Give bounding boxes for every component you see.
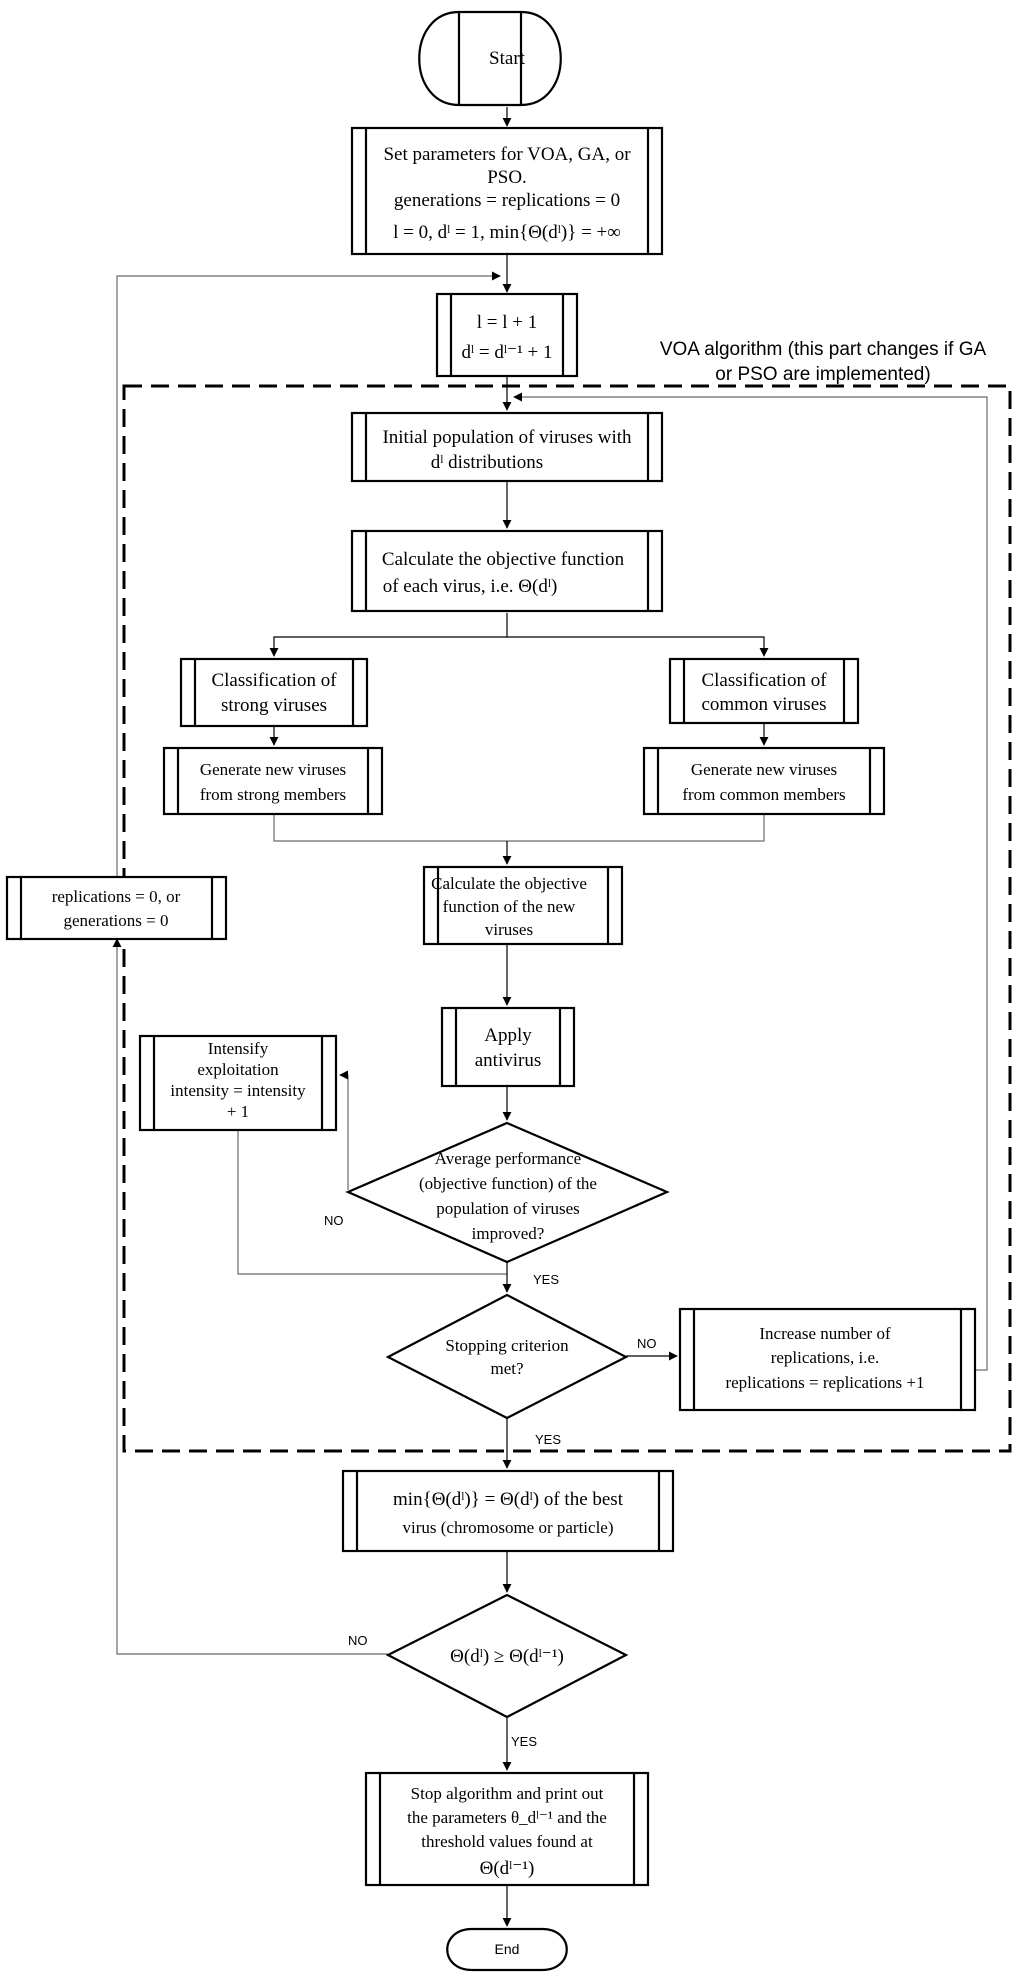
svg-text:+ 1: + 1 bbox=[227, 1102, 249, 1121]
svg-text:the parameters θ_dˡ⁻¹ and th: the parameters θ_dˡ⁻¹ and the bbox=[407, 1808, 607, 1827]
svg-text:met?: met? bbox=[490, 1359, 523, 1378]
compare-yes-label: YES bbox=[511, 1734, 537, 1749]
svg-text:Intensify: Intensify bbox=[208, 1039, 269, 1058]
voa-region-label-line1: VOA algorithm (this part changes if GA bbox=[660, 339, 987, 360]
end-label: End bbox=[495, 1941, 520, 1957]
svg-text:(objective function) of the: (objective function) of the bbox=[419, 1174, 597, 1193]
avg-no-label: NO bbox=[324, 1213, 344, 1228]
generate-common-box: Generate new viruses from common members bbox=[642, 746, 886, 816]
svg-text:Classification of: Classification of bbox=[211, 670, 337, 691]
svg-text:Generate new viruses: Generate new viruses bbox=[691, 760, 837, 779]
voa-region-border bbox=[122, 384, 1012, 1453]
end-terminal: End bbox=[446, 1927, 568, 1972]
stop-print-box: Stop algorithm and print out the paramet… bbox=[364, 1771, 650, 1887]
increment-box: l = l + 1 dˡ = dˡ⁻¹ + 1 bbox=[435, 292, 579, 378]
svg-text:Initial population of viruses: Initial population of viruses with bbox=[382, 427, 632, 448]
svg-text:dˡ = dˡ⁻¹ + 1: dˡ = dˡ⁻¹ + 1 bbox=[462, 342, 553, 363]
svg-text:viruses: viruses bbox=[485, 920, 533, 939]
svg-text:PSO.: PSO. bbox=[487, 167, 527, 188]
svg-text:function of the new: function of the new bbox=[443, 897, 576, 916]
stop-yes-label: YES bbox=[535, 1432, 561, 1447]
start-label: Start bbox=[489, 48, 526, 69]
svg-text:from common members: from common members bbox=[682, 785, 845, 804]
classification-common-box: Classification of common viruses bbox=[668, 657, 860, 725]
stopping-criterion-decision: Stopping criterion met? NO YES bbox=[385, 1293, 657, 1447]
voa-region-label-line2: or PSO are implemented) bbox=[715, 364, 930, 385]
svg-text:Θ(dˡ) ≥ Θ(dˡ⁻¹): Θ(dˡ) ≥ Θ(dˡ⁻¹) bbox=[450, 1646, 564, 1667]
svg-text:Average performance: Average performance bbox=[435, 1149, 581, 1168]
svg-text:min{Θ(dˡ)} = Θ(dˡ) of the bes: min{Θ(dˡ)} = Θ(dˡ) of the best bbox=[393, 1489, 624, 1510]
increase-replications-box: Increase number of replications, i.e. re… bbox=[678, 1307, 977, 1412]
apply-antivirus-box: Apply antivirus bbox=[440, 1006, 576, 1088]
calc-objective-box: Calculate the objective function of each… bbox=[350, 529, 664, 613]
svg-text:Classification of: Classification of bbox=[701, 670, 827, 691]
start-terminal: Start bbox=[418, 10, 562, 107]
calc-new-objective-box: Calculate the objective function of the … bbox=[422, 865, 624, 946]
classification-strong-box: Classification of strong viruses bbox=[179, 657, 369, 728]
compare-decision: Θ(dˡ) ≥ Θ(dˡ⁻¹) NO YES bbox=[348, 1593, 629, 1749]
avg-yes-label: YES bbox=[533, 1272, 559, 1287]
svg-text:l = l + 1: l = l + 1 bbox=[477, 312, 538, 333]
svg-text:common viruses: common viruses bbox=[701, 694, 826, 715]
svg-text:of each virus, i.e. Θ(dˡ): of each virus, i.e. Θ(dˡ) bbox=[383, 576, 558, 597]
svg-text:exploitation: exploitation bbox=[197, 1060, 279, 1079]
svg-text:population of viruses: population of viruses bbox=[436, 1199, 580, 1218]
svg-text:Θ(dˡ⁻¹): Θ(dˡ⁻¹) bbox=[480, 1858, 535, 1879]
svg-text:dˡ distributions: dˡ distributions bbox=[431, 452, 543, 473]
generate-strong-box: Generate new viruses from strong members bbox=[162, 746, 384, 816]
reset-counters-box: replications = 0, or generations = 0 bbox=[5, 875, 228, 941]
svg-text:strong viruses: strong viruses bbox=[221, 695, 327, 716]
connectors bbox=[112, 107, 988, 1927]
svg-text:generations = 0: generations = 0 bbox=[64, 911, 169, 930]
svg-text:Stop algorithm and print out: Stop algorithm and print out bbox=[411, 1784, 604, 1803]
svg-text:Set parameters for VOA, GA, or: Set parameters for VOA, GA, or bbox=[383, 144, 631, 165]
svg-text:generations = replications = 0: generations = replications = 0 bbox=[394, 190, 620, 211]
compare-no-label: NO bbox=[348, 1633, 368, 1648]
avg-performance-decision: Average performance (objective function)… bbox=[324, 1121, 670, 1287]
svg-text:Calculate the objective: Calculate the objective bbox=[431, 874, 587, 893]
svg-text:replications, i.e.: replications, i.e. bbox=[771, 1348, 880, 1367]
svg-text:from strong members: from strong members bbox=[200, 785, 346, 804]
svg-text:antivirus: antivirus bbox=[475, 1050, 542, 1071]
svg-text:replications = replications +1: replications = replications +1 bbox=[725, 1373, 924, 1392]
min-best-virus-box: min{Θ(dˡ)} = Θ(dˡ) of the best virus (ch… bbox=[341, 1469, 675, 1553]
svg-text:Increase number of: Increase number of bbox=[759, 1324, 891, 1343]
svg-text:improved?: improved? bbox=[472, 1224, 545, 1243]
svg-text:intensity = intensity: intensity = intensity bbox=[170, 1081, 306, 1100]
svg-text:virus (chromosome or particle): virus (chromosome or particle) bbox=[402, 1518, 613, 1537]
intensify-exploitation-box: Intensify exploitation intensity = inten… bbox=[138, 1034, 338, 1132]
svg-text:Calculate the objective functi: Calculate the objective function bbox=[382, 549, 625, 570]
svg-text:Generate new viruses: Generate new viruses bbox=[200, 760, 346, 779]
initial-population-box: Initial population of viruses with dˡ di… bbox=[350, 411, 664, 483]
svg-text:Stopping criterion: Stopping criterion bbox=[445, 1336, 569, 1355]
set-parameters-box: Set parameters for VOA, GA, or PSO. gene… bbox=[350, 126, 664, 256]
svg-text:Apply: Apply bbox=[484, 1025, 532, 1046]
svg-text:l = 0, dˡ = 1, min{Θ(dˡ)} =: l = 0, dˡ = 1, min{Θ(dˡ)} = +∞ bbox=[393, 222, 621, 243]
svg-text:replications = 0, or: replications = 0, or bbox=[52, 887, 181, 906]
svg-text:threshold values found at: threshold values found at bbox=[421, 1832, 593, 1851]
stop-no-label: NO bbox=[637, 1336, 657, 1351]
